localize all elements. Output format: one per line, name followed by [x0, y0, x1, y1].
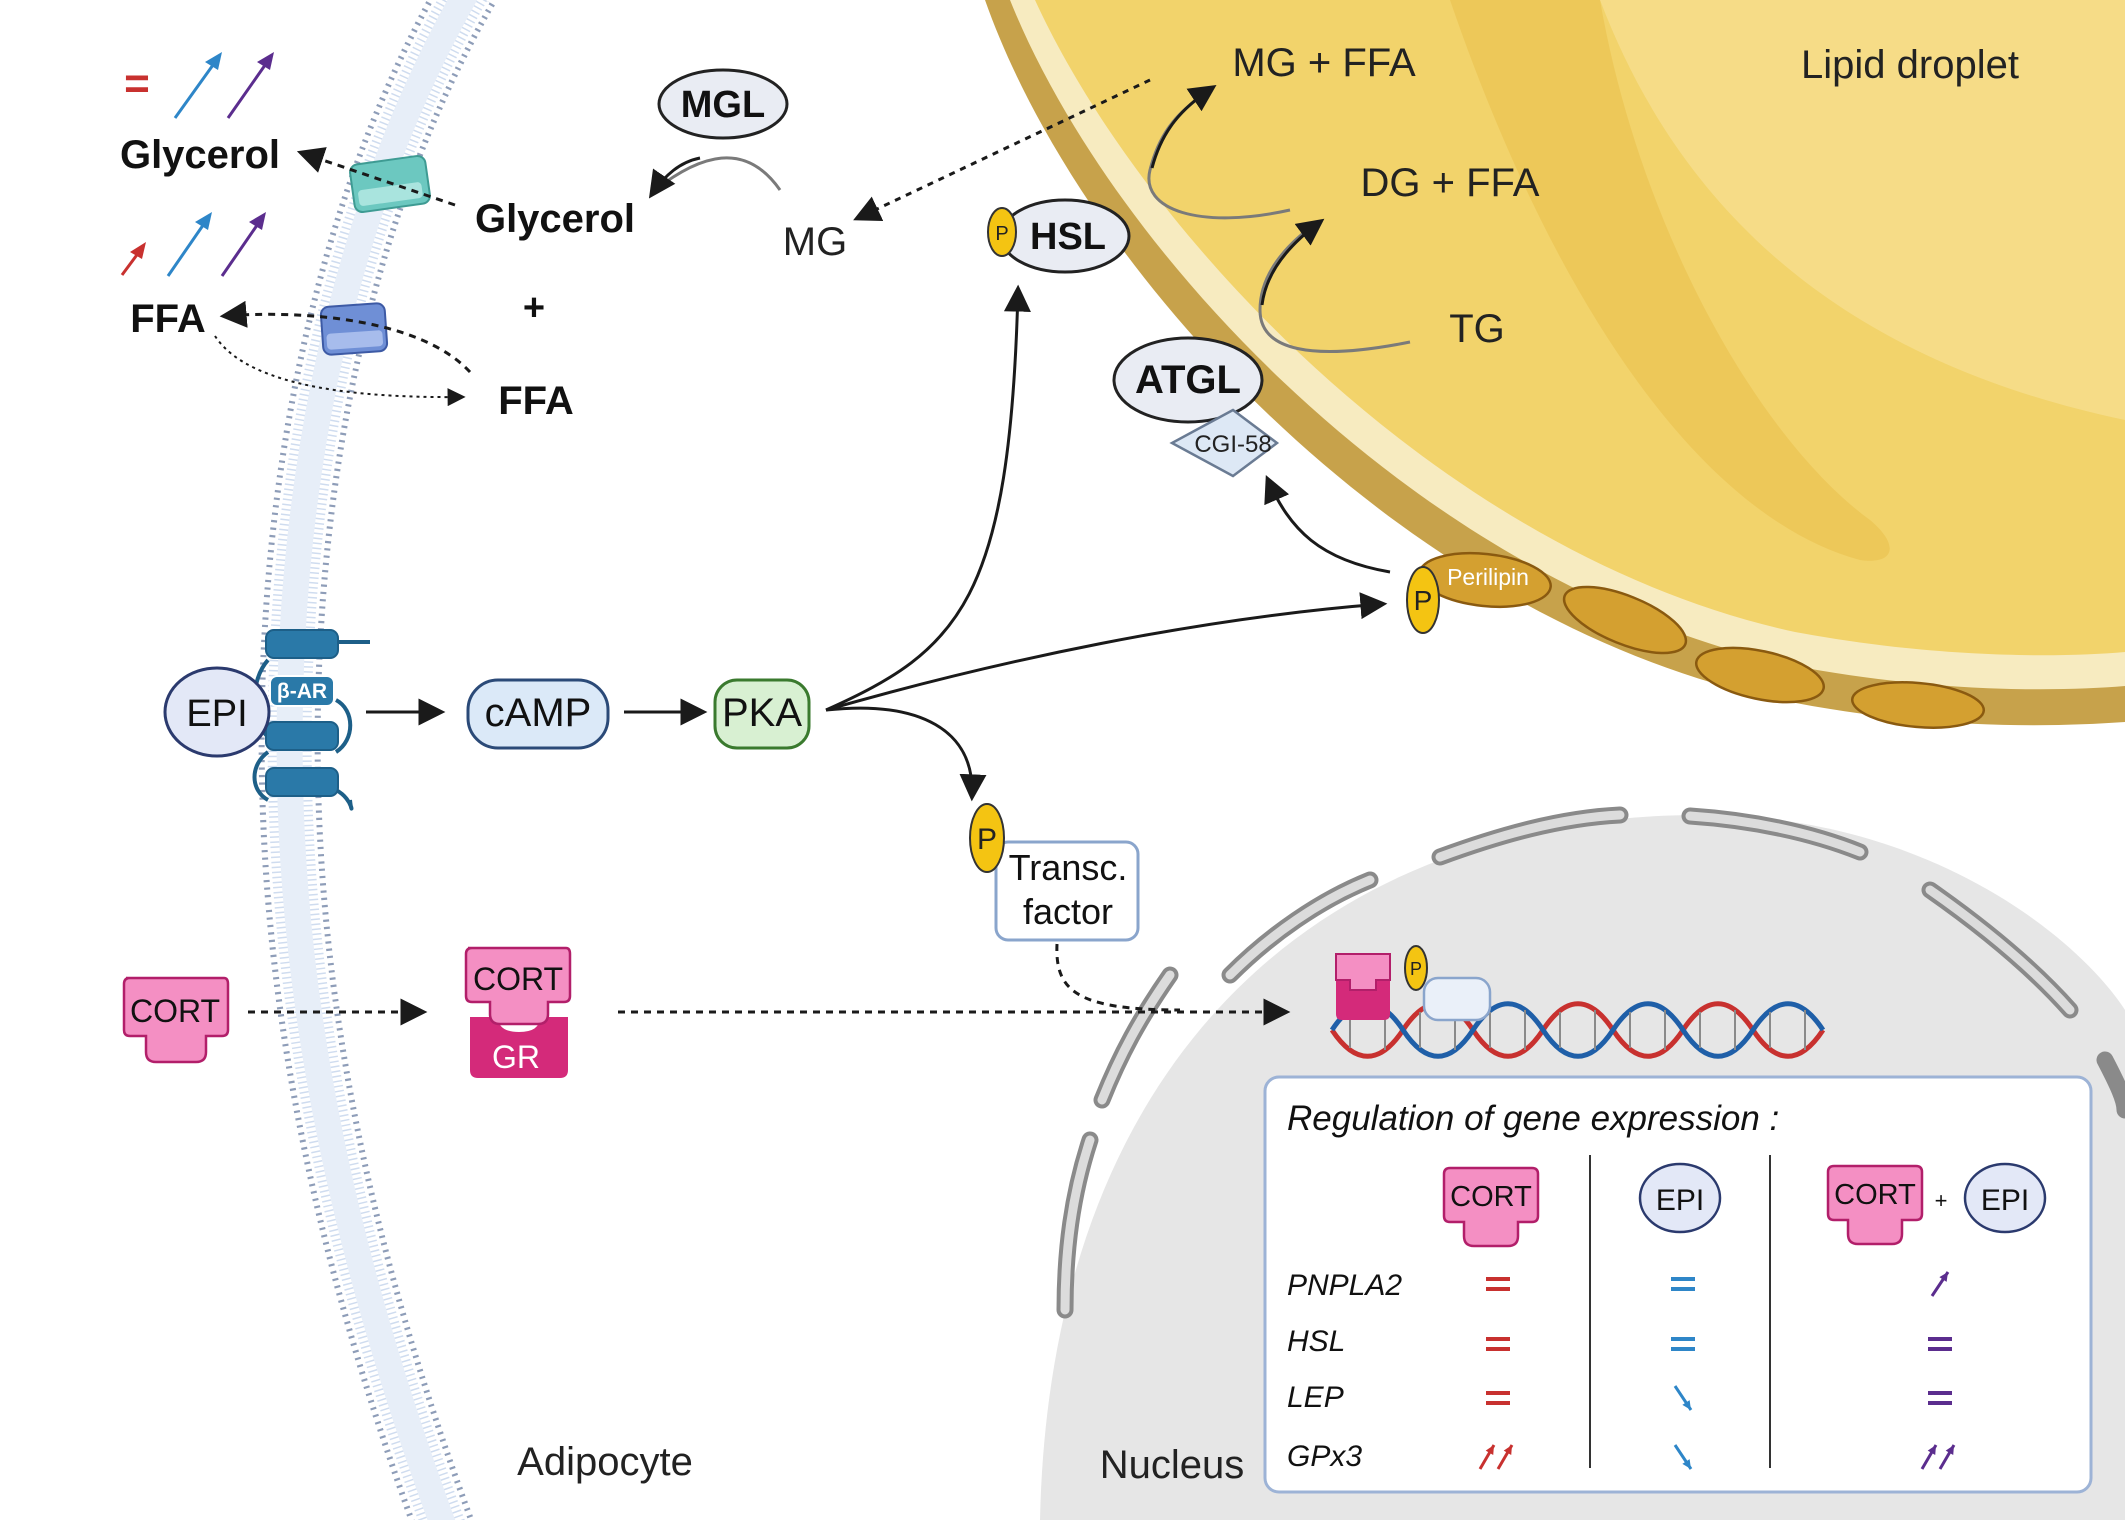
regulation-cell-gpx3-cort	[1478, 1444, 1514, 1470]
cort-ligand: CORT	[122, 976, 230, 1064]
transc-factor-line1: Transc.	[1009, 847, 1128, 888]
column-header-combo-plus: +	[1935, 1188, 1948, 1213]
beta-ar-label: β-AR	[277, 680, 327, 703]
hsl-label: HSL	[1030, 216, 1106, 258]
cell-membrane	[258, 0, 495, 1520]
mgl-enzyme: MGL	[657, 68, 789, 140]
lipid-droplet	[985, 0, 2125, 726]
hsl-phospho-label: P	[995, 223, 1008, 245]
perilipin-label: Perilipin	[1447, 564, 1529, 590]
perilipin-protein: Perilipin P	[1406, 551, 1552, 634]
pka-node: PKA	[713, 678, 811, 750]
hsl-enzyme: HSL P	[987, 198, 1131, 274]
regulation-cell-lep-cort-epi	[1928, 1391, 1952, 1405]
mg-ffa-label: MG + FFA	[1232, 41, 1416, 85]
regulation-cell-hsl-cort	[1486, 1337, 1510, 1351]
epi-ligand: EPI	[163, 666, 271, 758]
regulation-cell-lep-epi	[1673, 1385, 1693, 1411]
epi-label: EPI	[186, 693, 247, 735]
camp-label: cAMP	[485, 691, 592, 735]
mgl-label: MGL	[681, 84, 765, 126]
glycerol-trend-indicators: =	[124, 52, 274, 119]
transcription-factor: Transc. factor P	[969, 803, 1140, 942]
plus-sign: +	[523, 287, 545, 329]
regulation-cell-pnpla2-cort	[1486, 1277, 1510, 1291]
cgi58-label: CGI-58	[1194, 431, 1271, 458]
column-header-epi-label: EPI	[1656, 1184, 1704, 1217]
regulation-cell-hsl-epi	[1671, 1337, 1695, 1351]
column-header-epi: EPI	[1638, 1162, 1722, 1234]
column-header-cort: CORT	[1442, 1166, 1540, 1248]
cort-equal-symbol: =	[124, 59, 150, 108]
adipocyte-label: Adipocyte	[517, 1440, 693, 1484]
regulation-table: Regulation of gene expression : CORT EPI…	[1263, 1075, 2093, 1494]
camp-node: cAMP	[466, 678, 610, 750]
regulation-cell-pnpla2-epi	[1671, 1277, 1695, 1291]
transc-factor-phospho-label: P	[977, 823, 997, 856]
atgl-label: ATGL	[1135, 358, 1241, 402]
lipid-droplet-label: Lipid droplet	[1801, 43, 2019, 87]
pathway-arrows	[214, 78, 1411, 1026]
regulation-cell-gpx3-cort-epi	[1920, 1444, 1956, 1470]
cort-label: CORT	[130, 993, 220, 1029]
perilipin-phospho-label: P	[1414, 585, 1433, 616]
gene-label-lep: LEP	[1287, 1381, 1344, 1414]
column-header-combo-epi-label: EPI	[1981, 1184, 2029, 1217]
regulation-cell-gpx3-epi	[1673, 1444, 1693, 1470]
column-header-combo-cort-label: CORT	[1834, 1179, 1916, 1211]
mg-label: MG	[783, 220, 847, 264]
gene-label-pnpla2: PNPLA2	[1287, 1269, 1402, 1302]
transc-factor-line2: factor	[1023, 891, 1113, 932]
ffa-transporter	[319, 302, 389, 356]
nucleus-label: Nucleus	[1100, 1443, 1245, 1487]
glycerol-intracellular-label: Glycerol	[475, 197, 635, 241]
dg-ffa-label: DG + FFA	[1361, 161, 1540, 205]
ffa-intracellular-label: FFA	[498, 379, 574, 423]
bound-transcription-factor: P	[1404, 945, 1492, 1022]
cort-gr-cort-label: CORT	[473, 961, 563, 997]
column-header-cort-epi: CORT + EPI	[1826, 1162, 2047, 1246]
regulation-cell-hsl-cort-epi	[1928, 1337, 1952, 1351]
perilipin-beads	[1562, 585, 1986, 729]
gr-label: GR	[492, 1039, 540, 1075]
regulation-cells	[1478, 1271, 1956, 1470]
tg-label: TG	[1449, 307, 1505, 351]
beta-adrenergic-receptor: β-AR	[252, 629, 370, 811]
ffa-trend-indicators	[120, 212, 266, 277]
regulation-cell-pnpla2-cort-epi	[1930, 1271, 1950, 1297]
atgl-enzyme: ATGL	[1112, 336, 1264, 424]
glycerol-extracellular-label: Glycerol	[120, 133, 280, 177]
ffa-extracellular-label: FFA	[130, 297, 206, 341]
gene-label-hsl: HSL	[1287, 1325, 1345, 1358]
gene-label-gpx3: GPx3	[1287, 1440, 1362, 1473]
bound-tf-phospho-label: P	[1410, 959, 1422, 979]
regulation-cell-lep-cort	[1486, 1391, 1510, 1405]
cgi58-protein: CGI-58	[1169, 408, 1280, 478]
column-header-cort-label: CORT	[1450, 1181, 1532, 1213]
regulation-table-title: Regulation of gene expression :	[1287, 1099, 1779, 1138]
pka-label: PKA	[722, 691, 802, 735]
cort-gr-complex: CORT GR	[464, 946, 572, 1078]
bound-gr-complex	[1335, 953, 1391, 1020]
